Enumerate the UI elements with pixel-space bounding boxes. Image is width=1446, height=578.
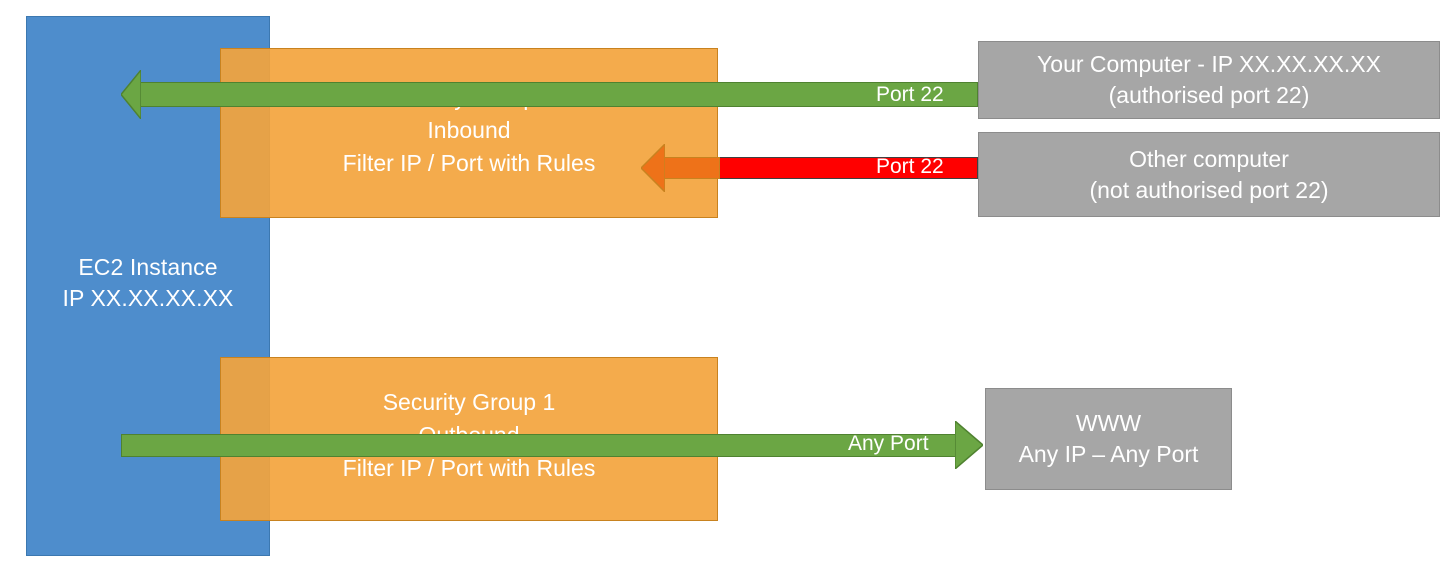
www-line2: Any IP – Any Port	[1018, 441, 1199, 467]
security-group-inbound-box: Security Group 1 Inbound Filter IP / Por…	[220, 48, 718, 218]
allowed-outbound-arrow-head-icon	[955, 421, 983, 469]
denied-inbound-port-label: Port 22	[876, 155, 944, 178]
allowed-outbound-arrow-body	[121, 434, 963, 457]
endpoint-your-computer: Your Computer - IP XX.XX.XX.XX (authoris…	[978, 41, 1440, 119]
ec2-instance-label: EC2 Instance IP XX.XX.XX.XX	[26, 252, 270, 314]
allowed-inbound-arrow-head-icon	[121, 70, 141, 119]
ec2-instance-name: EC2 Instance	[78, 254, 218, 280]
allowed-inbound-arrow-body	[136, 82, 978, 107]
other-computer-line2: (not authorised port 22)	[1089, 176, 1329, 203]
your-computer-line1: Your Computer - IP XX.XX.XX.XX	[1037, 51, 1381, 77]
sg-inbound-line2: Inbound	[427, 117, 511, 143]
endpoint-other-computer: Other computer (not authorised port 22)	[978, 132, 1440, 217]
allowed-outbound-port-label: Any Port	[848, 432, 929, 455]
other-computer-line1: Other computer	[1129, 145, 1289, 172]
ec2-instance-ip: IP XX.XX.XX.XX	[62, 285, 234, 311]
www-line1: WWW	[1075, 410, 1142, 436]
your-computer-line2: (authorised port 22)	[1108, 82, 1310, 108]
blocked-inbound-arrow-head-icon	[641, 144, 665, 192]
endpoint-www: WWW Any IP – Any Port	[985, 388, 1232, 490]
allowed-inbound-port-label: Port 22	[876, 83, 944, 106]
sg-outbound-line1: Security Group 1	[382, 389, 556, 415]
blocked-inbound-arrow-body	[660, 157, 720, 179]
